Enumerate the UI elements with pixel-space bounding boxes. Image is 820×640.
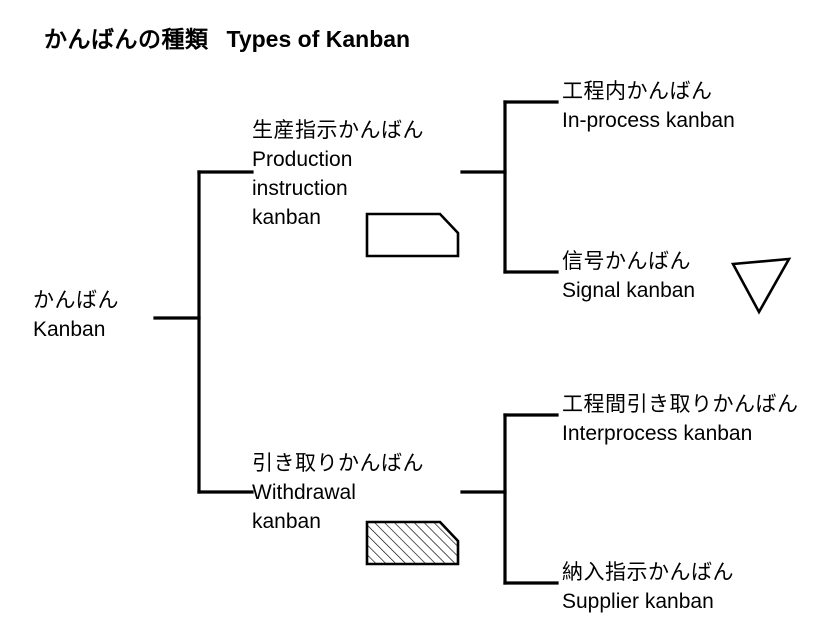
triangle-down-icon	[730, 257, 792, 315]
kanban-card-hatched-icon	[365, 520, 460, 566]
node-supplier: 納入指示かんばん Supplier kanban	[562, 557, 734, 616]
node-root-japanese: かんばん	[33, 288, 119, 312]
node-interprocess: 工程間引き取りかんばん Interprocess kanban	[562, 389, 799, 448]
node-interprocess-english: Interprocess kanban	[562, 422, 753, 445]
page-title-english: Types of Kanban	[226, 26, 411, 52]
node-signal-english: Signal kanban	[562, 279, 696, 302]
node-production-instruction-japanese: 生産指示かんばん	[252, 118, 424, 142]
node-in-process-japanese: 工程内かんばん	[562, 79, 713, 103]
page-title: かんばんの種類 Types of Kanban	[44, 20, 410, 54]
node-withdrawal-japanese: 引き取りかんばん	[252, 451, 424, 475]
node-signal: 信号かんばん Signal kanban	[562, 246, 695, 305]
node-in-process: 工程内かんばん In-process kanban	[562, 76, 735, 135]
node-root: かんばん Kanban	[33, 285, 119, 344]
page-title-japanese: かんばんの種類	[44, 27, 209, 53]
node-production-instruction-english-line-2: instruction	[252, 177, 348, 200]
node-supplier-japanese: 納入指示かんばん	[562, 560, 734, 584]
node-root-english: Kanban	[33, 318, 106, 341]
node-withdrawal-english-line-2: kanban	[252, 510, 321, 533]
node-interprocess-japanese: 工程間引き取りかんばん	[562, 392, 799, 416]
node-supplier-english: Supplier kanban	[562, 590, 714, 613]
node-in-process-english: In-process kanban	[562, 109, 735, 132]
node-withdrawal-english-line-1: Withdrawal	[252, 481, 356, 504]
node-production-instruction: 生産指示かんばん Production instruction kanban	[252, 115, 424, 232]
node-signal-japanese: 信号かんばん	[562, 249, 691, 273]
kanban-card-plain-icon	[365, 212, 460, 258]
node-production-instruction-english-line-3: kanban	[252, 206, 321, 229]
node-production-instruction-english-line-1: Production	[252, 148, 353, 171]
node-withdrawal: 引き取りかんばん Withdrawal kanban	[252, 448, 424, 536]
